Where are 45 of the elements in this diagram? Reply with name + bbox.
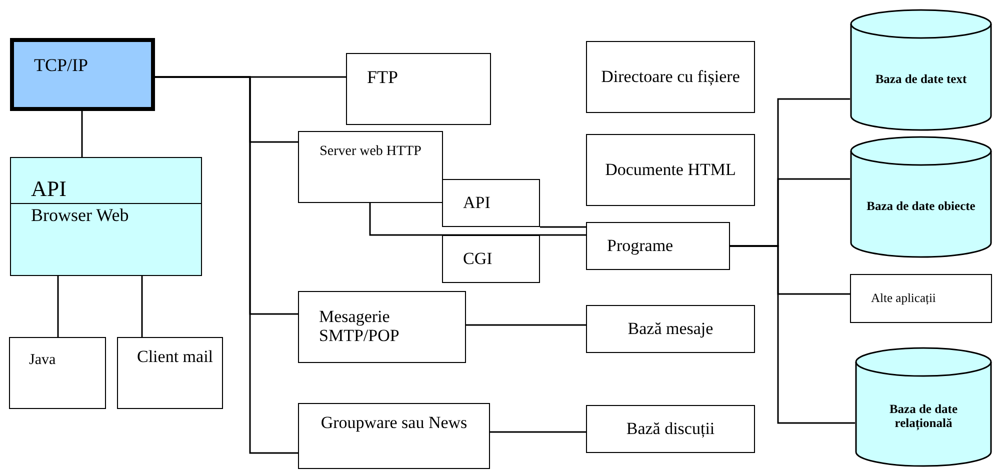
box-label: Directoare cu fișiere (601, 68, 740, 86)
process-box (586, 222, 730, 270)
box-label: Bază discuții (626, 420, 715, 438)
box-label: Alte aplicații (871, 292, 936, 306)
browser-box (10, 157, 202, 276)
box-label: Groupware sau News (320, 414, 468, 433)
box-label: Bază mesaje (628, 320, 714, 338)
box-label: Client mail (137, 348, 214, 367)
connector-line (57, 276, 59, 337)
box-label: Server web HTTP (320, 144, 422, 160)
connector-line (369, 203, 586, 236)
process-box (346, 53, 491, 125)
connector-line (141, 276, 143, 337)
connector-line (540, 226, 586, 228)
process-box (586, 405, 755, 453)
process-box (850, 274, 992, 323)
database-label: Baza de date relațională (888, 402, 959, 430)
protocol-box (10, 38, 155, 111)
box-label: FTP (367, 68, 398, 88)
connector-line (81, 111, 83, 157)
box-label: Documente HTML (605, 160, 736, 180)
box-text: Browser Web (31, 205, 129, 225)
process-box (298, 131, 443, 203)
process-box (586, 134, 755, 206)
connector-line (155, 76, 298, 454)
box-label: TCP/IP (34, 56, 88, 76)
box-label: Mesagerie SMTP/POP (319, 308, 400, 346)
box-label: Programe (607, 236, 674, 256)
connector-line (730, 245, 855, 424)
process-box (117, 337, 223, 409)
process-box (298, 291, 466, 363)
process-box (298, 403, 490, 469)
process-box (442, 179, 540, 227)
connector-line (466, 324, 586, 326)
box-label: Java (29, 352, 56, 368)
box-heading: API (31, 176, 66, 201)
process-box (586, 41, 755, 113)
connector-line (490, 431, 586, 433)
process-box (586, 305, 755, 353)
box-label: CGI (463, 250, 492, 268)
database-label: Baza de date obiecte (866, 198, 976, 214)
process-box (9, 337, 106, 409)
database-label: Baza de date text (874, 72, 968, 86)
process-box (442, 235, 540, 283)
box-label: API (463, 194, 490, 212)
